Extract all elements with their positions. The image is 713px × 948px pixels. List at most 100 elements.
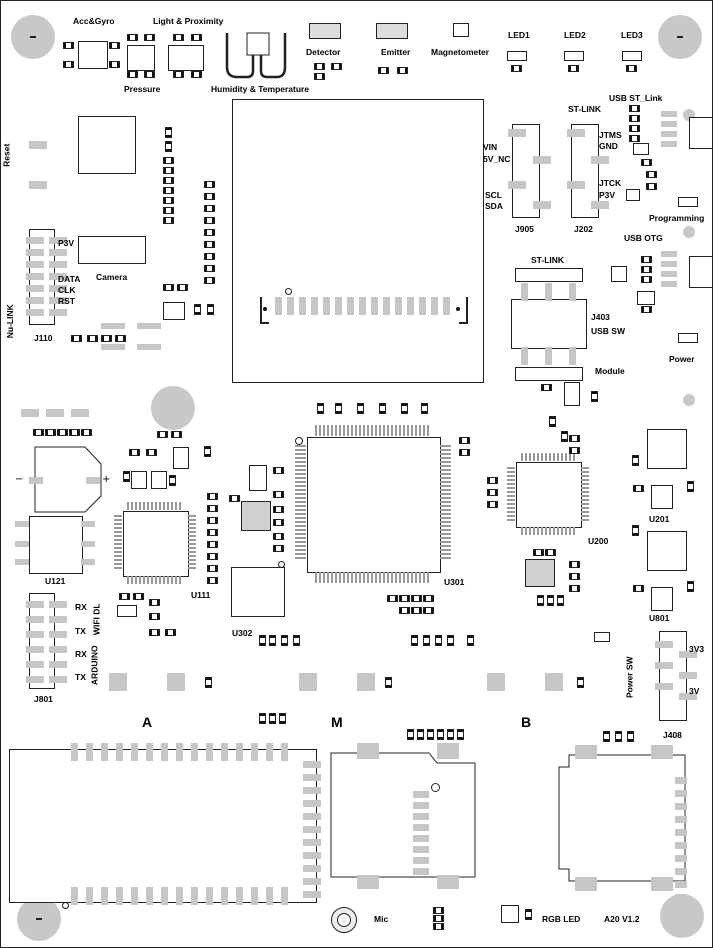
led1-label: LED1 [508,30,530,40]
q205-transistor [626,189,640,201]
detector-label: Detector [306,47,341,57]
p3v-left-label: P3V [58,238,75,248]
led1 [507,51,527,61]
module-a-footprint [9,749,317,903]
programming-led [678,197,698,207]
usb-st-link-label: USB ST_Link [609,93,663,103]
sd-card-socket-b [558,754,686,882]
sensor-chip-square [78,116,136,174]
usb-st-link-port[interactable] [689,117,713,149]
u121-label: U121 [45,576,66,586]
magnetometer-chip [453,23,469,37]
tx1-label: TX [75,626,86,636]
scl-label: SCL [485,190,502,200]
u302-label: U302 [232,628,253,638]
q401-transistor [611,266,627,282]
sw302-button[interactable] [129,677,165,687]
mounting-hole-bottom-right [660,894,704,938]
clk-label: CLK [58,285,76,295]
u200-chip [516,462,582,528]
mounting-hole-top-left [11,15,55,59]
u801-label: U801 [649,613,670,623]
sw303-button[interactable] [507,677,543,687]
power-sw-label: Power SW [624,656,635,699]
mounting-hole-mid-left [151,386,195,430]
led3-label: LED3 [621,30,643,40]
detector-component [309,23,341,39]
coin-cell-holder [34,446,102,513]
led2 [564,51,584,61]
reset-label: Reset [1,143,12,167]
reset-button[interactable] [39,151,51,177]
u201-chip [651,485,673,509]
jtck-label: JTCK [599,178,622,188]
vin-label: VIN [483,142,498,152]
j905-label: J905 [515,224,534,234]
p3v-right-label: P3V [599,190,616,200]
j403-label: J403 [591,312,610,322]
camera-connector [78,236,146,264]
magnetometer-label: Magnetometer [431,47,490,57]
l102-inductor [151,471,167,489]
grey-chip-q301 [241,501,271,531]
section-a-label: A [142,714,153,730]
usb-otg-label: USB OTG [624,233,663,243]
pressure-label: Pressure [124,84,161,94]
wifi-dl-label: WIFI DL [91,603,102,636]
usb-sw-label: USB SW [591,326,625,336]
light-proximity-label: Light & Proximity [153,16,224,26]
v3v-label: 3V [689,686,700,696]
crystal-u304 [249,465,267,491]
rx2-label: RX [75,649,87,659]
j403-header [511,299,587,349]
via-hole-right-2 [683,226,695,238]
sw301-button[interactable] [319,677,355,687]
l801-inductor [647,531,687,571]
u110-chip [173,447,189,469]
v3v3-label: 3V3 [689,644,705,654]
l200-inductor [647,429,687,469]
sd-card-socket-m [330,752,476,878]
u301-mcu [307,437,441,573]
y102-crystal [117,605,137,617]
power-led [678,333,698,343]
st-link-mid-label: ST-LINK [531,255,565,265]
emitter-label: Emitter [381,47,411,57]
v5-nc-label: 5V_NC [483,154,511,164]
module-label: Module [595,366,625,376]
programming-label: Programming [649,213,705,223]
st-link-jumper-bar [515,268,583,282]
x201-crystal [525,559,555,587]
u301-label: U301 [444,577,465,587]
j801-label: J801 [34,694,53,704]
module-connector-brackets [260,297,468,324]
nu-link-label: Nu-LINK [4,304,15,339]
data-label: DATA [58,274,81,284]
l101-inductor [131,471,147,489]
c408-capacitor [594,632,610,642]
pressure-sensor [127,45,155,71]
rgb-led [501,905,519,923]
u111-label: U111 [191,590,211,600]
tx2-label: TX [75,672,86,682]
humidity-sensor-outline [225,32,287,79]
gnd-label: GND [599,141,618,151]
u302-chip [231,567,285,617]
camera-label: Camera [96,272,128,282]
acc-gyro-label: Acc&Gyro [73,16,115,26]
u402-chip [564,382,580,406]
led2-label: LED2 [564,30,586,40]
section-b-label: B [521,714,532,730]
light-proximity-sensor [168,45,204,71]
usb-otg-port[interactable] [689,256,713,288]
rst-label: RST [58,296,75,306]
mounting-hole-bottom-left [17,897,61,941]
u201-label: U201 [649,514,670,524]
st-link-top-label: ST-LINK [568,104,602,114]
mounting-hole-top-right [658,15,702,59]
u111-chip [123,511,189,577]
d203-diode [633,143,649,155]
u200-label: U200 [588,536,609,546]
u121-chip [29,516,83,574]
